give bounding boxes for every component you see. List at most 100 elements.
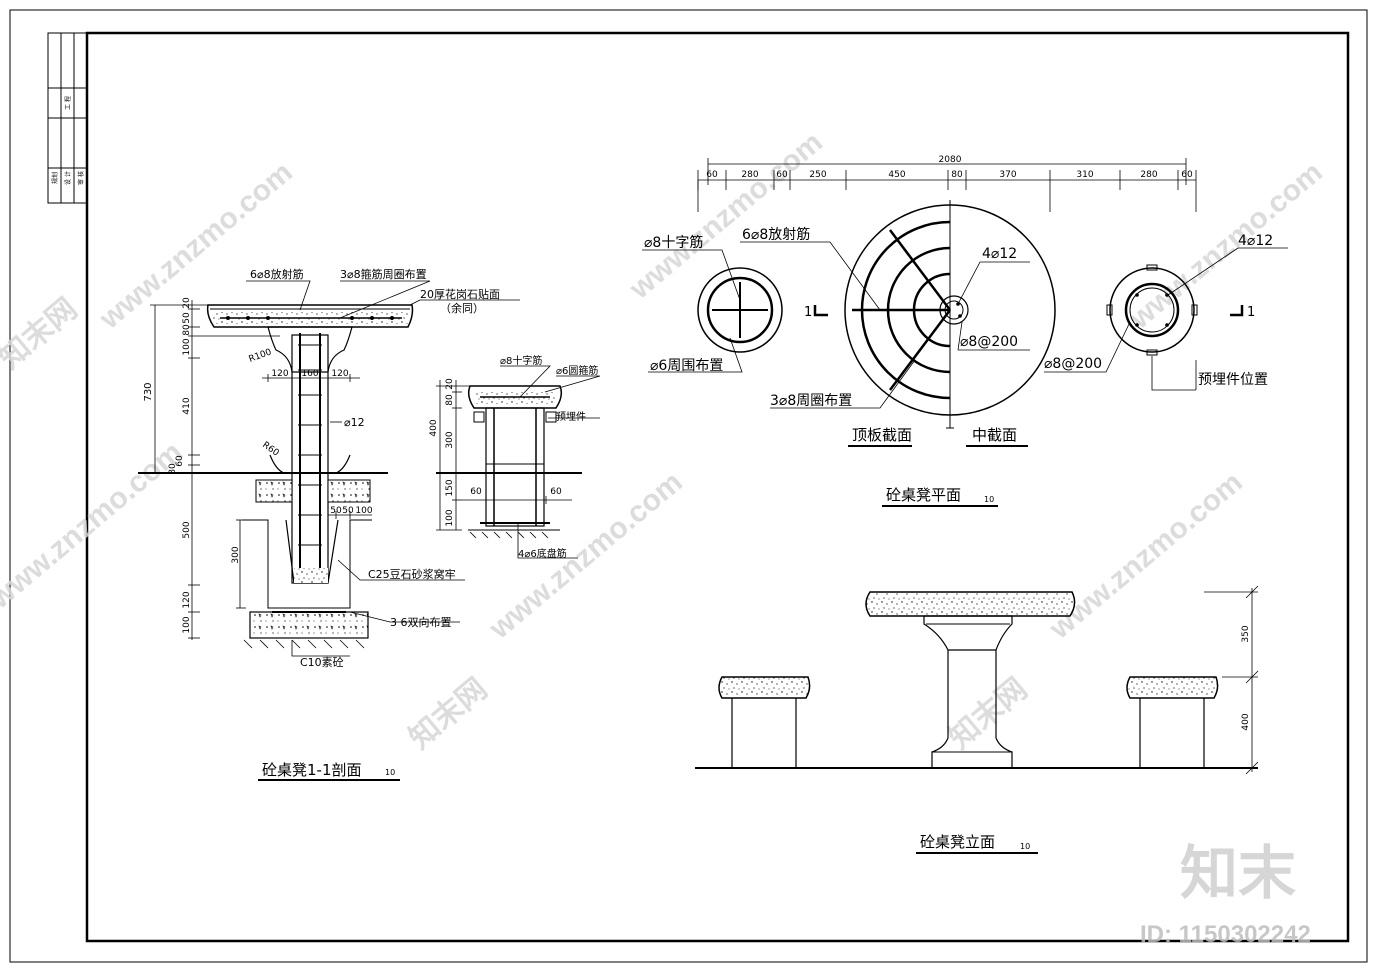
dim-w50b: 50 [342,506,354,516]
dim-80: 80 [445,394,455,406]
plan-dim-label: 80 [951,170,963,180]
label-grout: C25豆石砂浆窝牢 [368,567,456,581]
label-r100: R100 [248,347,274,365]
label-bidirectional: 3 6双向布置 [390,615,452,629]
label-embedded: 预埋件 [556,411,586,423]
plan-dim-label: 60 [1181,170,1193,180]
elevation-title: 砼桌凳立面 [920,833,995,851]
plan-dim-label: 370 [999,170,1016,180]
plan-label-embedded-pos: 预埋件位置 [1198,372,1268,388]
plan-label-radial: 6⌀8放射筋 [742,226,810,243]
label-base-bars: 4⌀6底盘筋 [518,547,567,560]
plan-view: 60 280 60 250 450 80 370 310 280 60 2080 [642,155,1288,507]
watermark-id: ID: 1150302242 [1140,921,1311,948]
dim-730: 730 [143,382,154,401]
dim-w60b: 60 [550,487,562,497]
label-granite-note: （余同） [440,301,484,315]
dim-60: 60 [175,455,185,467]
dim-400: 400 [1241,713,1251,730]
column-capital [267,326,353,373]
elevation-stool-right [1126,676,1219,699]
cut-marker-left: 1 [804,305,812,320]
label-circle-stirrup: ⌀6圆箍筋 [556,364,598,377]
dim-100b: 100 [182,616,192,633]
plan-dim-label: 250 [809,170,826,180]
dim-w120a: 120 [271,369,288,379]
dim-300: 300 [445,431,455,448]
elevation-scale: 10 [1020,842,1030,851]
outer-border [9,9,1368,963]
stool-seat [467,385,563,409]
watermark-text: www.znzmo.com [1043,465,1249,646]
dim-w120b: 120 [331,369,348,379]
plan-label-stirrup-a: ⌀8@200 [960,334,1018,350]
base-slab [249,611,369,639]
dim-100: 100 [445,509,455,526]
plan-dim-label: 310 [1076,170,1093,180]
elevation-column [923,615,1013,651]
dim-w160: 160 [301,369,318,379]
title-block-cell: 审 核 [77,171,85,185]
dim-350: 350 [1241,625,1251,642]
tabletop-slab [206,304,414,328]
plan-dim-label: 280 [741,170,758,180]
elevation-stool-left [718,676,811,699]
label-cross-bars: ⌀8十字筋 [500,354,542,367]
dim-410: 410 [182,397,192,414]
watermark-brand: 知末网 [943,672,1033,755]
elevation-view: 350 400 砼桌凳立面 10 [695,585,1259,854]
watermark-text: www.znzmo.com [483,465,689,646]
label-radial-bars: 6⌀8放射筋 [250,267,304,281]
stool-section-view: 20 80 400 300 150 100 60 60 ⌀8十字筋 ⌀6圆箍筋 … [429,354,601,560]
plan-dim-label: 280 [1140,170,1157,180]
dim-w100: 100 [355,506,372,516]
label-lean-concrete: C10素砼 [300,656,344,669]
dim-120: 120 [182,591,192,608]
plan-label-mid-section: 中截面 [972,426,1017,444]
section-scale: 10 [385,768,395,777]
watermark-brand: 知末网 [0,292,83,375]
stool-leg [485,407,545,527]
plan-scale: 10 [984,495,994,504]
dim-300: 300 [231,546,241,563]
dim-50: 50 [182,312,192,324]
watermark-logo: 知末 [1180,841,1296,906]
dim-80: 80 [182,324,192,336]
dim-100: 100 [182,338,192,355]
stool-plan-right [1109,267,1195,353]
dim-w50: 50 [330,506,342,516]
plan-label-ring6: ⌀6周围布置 [650,358,723,374]
plan-label-cross-bars: ⌀8十字筋 [644,234,703,251]
section-title: 砼桌凳1-1剖面 [262,761,362,779]
title-block-cell: 设 计 [64,171,72,185]
elevation-tabletop [865,591,1076,617]
title-block-cell: 规划 [51,172,59,184]
dim-80b: 80 [168,463,178,475]
watermark-text: www.znzmo.com [623,125,829,306]
plan-dim-label: 60 [776,170,788,180]
title-block-cell: 工 程 [64,96,72,110]
title-block: 规划 设 计 审 核 工 程 [47,32,88,204]
inner-frame [85,31,1350,943]
plan-dim-label: 60 [706,170,718,180]
stool-plan-left [697,267,783,353]
watermark-brand: 知末网 [403,672,493,755]
plan-top-dims: 60 280 60 250 450 80 370 310 280 60 [706,170,1193,180]
plan-label-top-slab: 顶板截面 [852,426,912,444]
plan-label-stirrup-b: ⌀8@200 [1044,356,1102,372]
dim-150: 150 [445,479,455,496]
watermark-text: www.znzmo.com [0,435,189,616]
dim-20: 20 [445,378,455,390]
cut-marker-right: 1 [1247,305,1255,320]
dim-20: 20 [182,297,192,309]
label-column-bar: ⌀12 [344,416,365,429]
plan-label-ring3: 3⌀8周圈布置 [770,393,852,409]
watermark-text: www.znzmo.com [1123,155,1329,336]
label-ring-bars: 3⌀8箍筋周圈布置 [340,267,427,281]
plan-label-bar12b: 4⌀12 [1238,233,1273,249]
plan-total-dim: 2080 [939,155,962,165]
plan-title: 砼桌凳平面 [886,486,961,504]
plan-dim-label: 450 [888,170,905,180]
label-granite: 20厚花岗石贴面 [420,287,500,301]
